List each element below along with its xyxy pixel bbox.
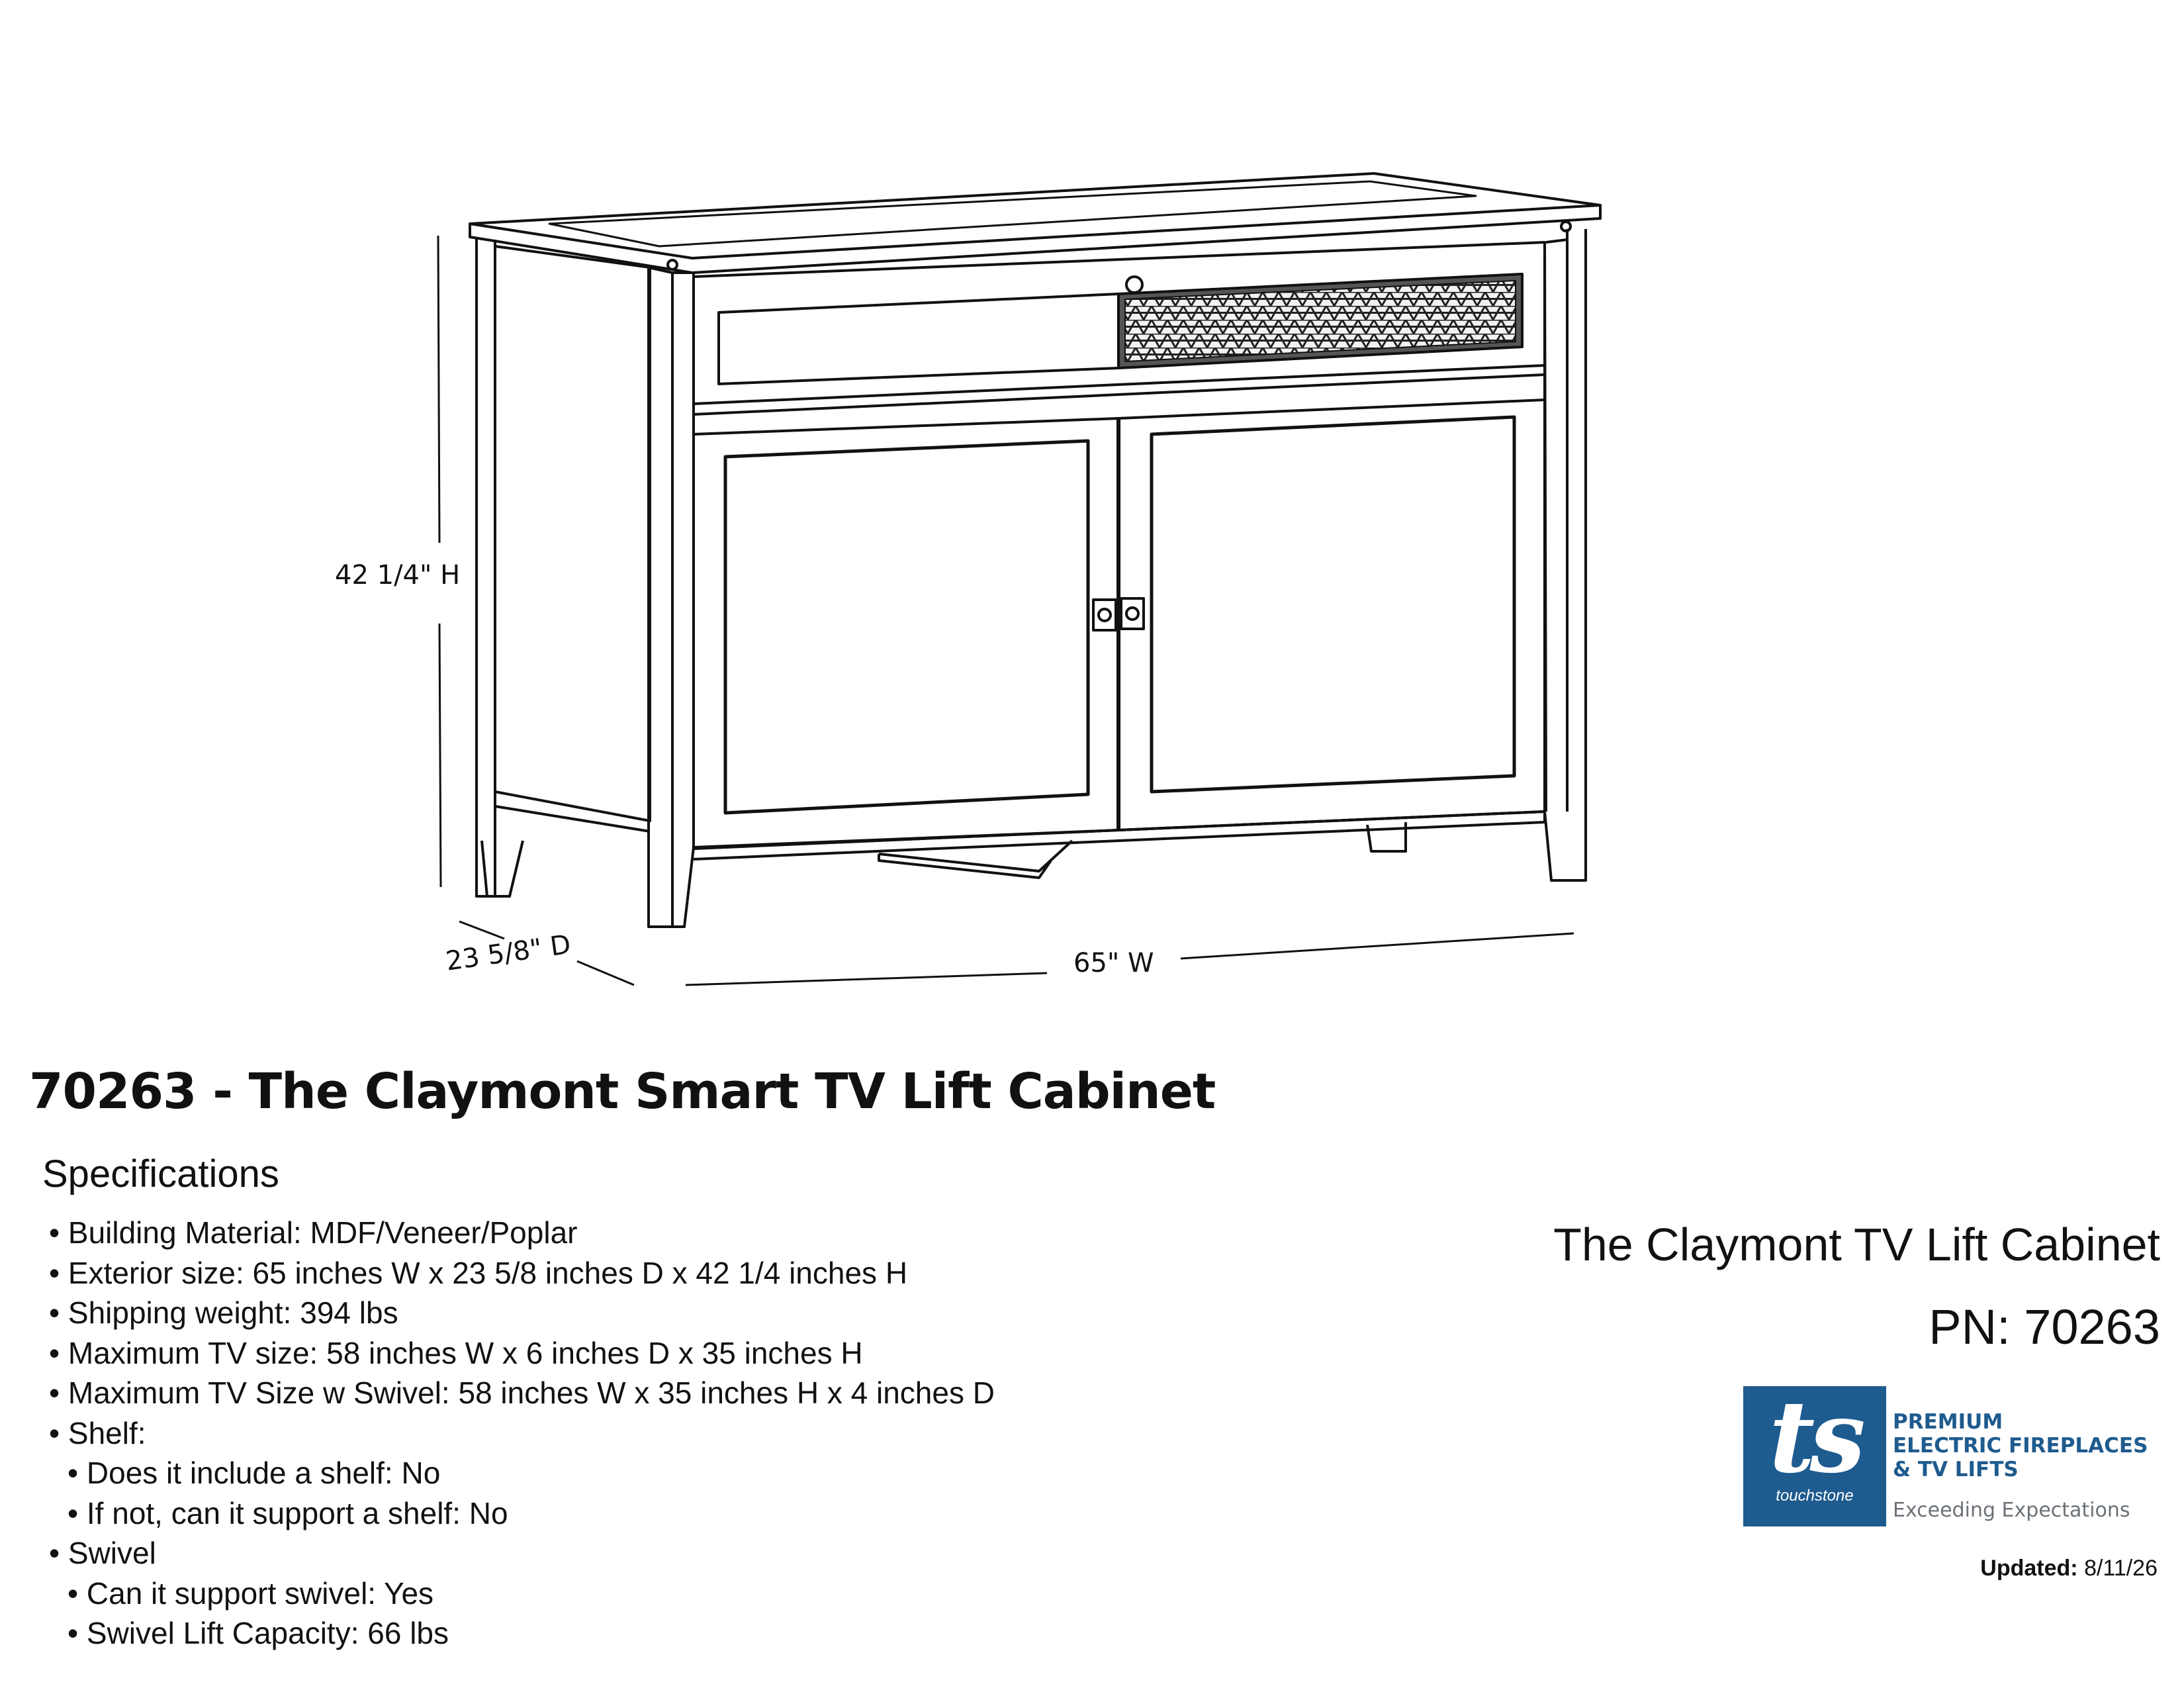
right-door-panel [1150, 415, 1516, 794]
cabinet-top [469, 172, 1602, 259]
specifications-list: Building Material: MDF/Veneer/Poplar Ext… [49, 1213, 995, 1654]
spec-item: Shelf: [49, 1413, 995, 1454]
updated-date: Updated: 8/11/26 [1980, 1556, 2158, 1581]
logo-mark: ts [1769, 1379, 1866, 1495]
door-handles [1092, 597, 1145, 632]
lift-panel [717, 293, 1120, 385]
spec-item: Maximum TV Size w Swivel: 58 inches W x … [49, 1373, 995, 1413]
cabinet-top-inset [548, 180, 1477, 248]
left-door [693, 417, 1120, 849]
updated-value: 8/11/26 [2084, 1556, 2158, 1581]
spec-item: Maximum TV size: 58 inches W x 6 inches … [49, 1333, 995, 1374]
logo-badge: ts touchstone [1743, 1386, 1886, 1526]
spec-subitem: Does it include a shelf: No [49, 1453, 995, 1493]
page-title: 70263 - The Claymont Smart TV Lift Cabin… [29, 1063, 1216, 1120]
height-dimension-label: 42 1/4" H [335, 560, 461, 590]
logo-wordmark: touchstone [1776, 1487, 1854, 1505]
product-name: The Claymont TV Lift Cabinet [1553, 1219, 2160, 1270]
logo-tagline: ELECTRIC FIREPLACES [1893, 1434, 2148, 1458]
logo-tagline: PREMIUM [1893, 1410, 2003, 1434]
specifications-heading: Specifications [42, 1152, 279, 1196]
touchstone-logo: ts touchstone PREMIUM ELECTRIC FIREPLACE… [1743, 1386, 2161, 1529]
spec-subitem: Can it support swivel: Yes [49, 1573, 995, 1614]
cabinet-side-panel [475, 238, 496, 898]
right-rear-foot [1366, 822, 1407, 853]
spec-subitem: Swivel Lift Capacity: 66 lbs [49, 1613, 995, 1654]
left-door-panel [723, 439, 1090, 815]
spec-item: Exterior size: 65 inches W x 23 5/8 inch… [49, 1253, 995, 1293]
right-door [1118, 399, 1546, 831]
updated-label: Updated: [1980, 1556, 2078, 1581]
logo-slogan: Exceeding Expectations [1893, 1499, 2130, 1522]
center-foot [878, 839, 1073, 872]
spec-subitem: If not, can it support a shelf: No [49, 1493, 995, 1534]
front-left-post [647, 266, 674, 928]
spec-item: Shipping weight: 394 lbs [49, 1293, 995, 1333]
vent-grille [1117, 273, 1524, 369]
cabinet-line-drawing [437, 172, 1602, 986]
dimension-lines [437, 235, 1574, 986]
part-number: PN: 70263 [1929, 1299, 2160, 1354]
spec-item: Swivel [49, 1533, 995, 1573]
spec-item: Building Material: MDF/Veneer/Poplar [49, 1213, 995, 1253]
width-dimension-label: 65" W [1073, 948, 1154, 978]
logo-tagline: & TV LIFTS [1893, 1458, 2019, 1481]
